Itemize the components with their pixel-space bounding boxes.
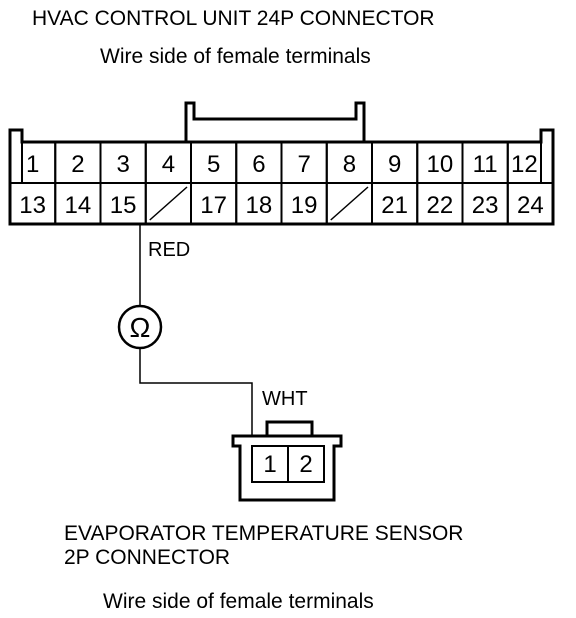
sensor-title-line1: EVAPORATOR TEMPERATURE SENSOR [64,522,463,545]
pin-label-6: 6 [252,151,265,178]
ohmmeter-icon: Ω [117,304,163,350]
pin-label-9: 9 [388,151,401,178]
pin-label-21: 21 [381,192,408,219]
sensor-pin-1: 1 [263,451,276,478]
wire-label-wht: WHT [262,388,308,410]
pin-label-17: 17 [200,192,227,219]
unused-pin-slash [330,186,369,221]
ohm-symbol: Ω [130,312,151,343]
connector-lock-tab [184,101,366,142]
sensor-2p-connector: 1 2 [231,420,343,502]
pin-label-14: 14 [65,192,92,219]
hvac-connector-subtitle: Wire side of female terminals [100,45,371,68]
pin-label-23: 23 [472,192,499,219]
hvac-connector-title: HVAC CONTROL UNIT 24P CONNECTOR [32,7,435,30]
sensor-subtitle: Wire side of female terminals [103,590,374,613]
pin-label-12: 12 [511,151,538,178]
pin-label-19: 19 [291,192,318,219]
pin-label-24: 24 [517,192,544,219]
pin-label-13: 13 [19,192,46,219]
pin-cavity [506,182,554,225]
sensor-title-line2: 2P CONNECTOR [64,546,230,569]
sensor-pin-2: 2 [299,451,312,478]
pin-label-5: 5 [207,151,220,178]
pin-label-8: 8 [343,151,356,178]
pin-label-11: 11 [473,151,498,178]
pin-label-3: 3 [116,151,129,178]
pin-label-18: 18 [246,192,273,219]
wire-wht [139,348,253,435]
sensor-lock-tab [265,420,314,436]
pin-label-1: 1 [26,151,39,178]
sensor-housing [231,434,343,502]
pin-label-2: 2 [71,151,84,178]
pin-label-22: 22 [427,192,454,219]
pin-label-15: 15 [110,192,137,219]
unused-pin-slash [149,186,188,221]
wire-label-red: RED [148,239,190,261]
pin-label-10: 10 [427,151,454,178]
pin-label-4: 4 [162,151,175,178]
pin-label-7: 7 [297,151,310,178]
